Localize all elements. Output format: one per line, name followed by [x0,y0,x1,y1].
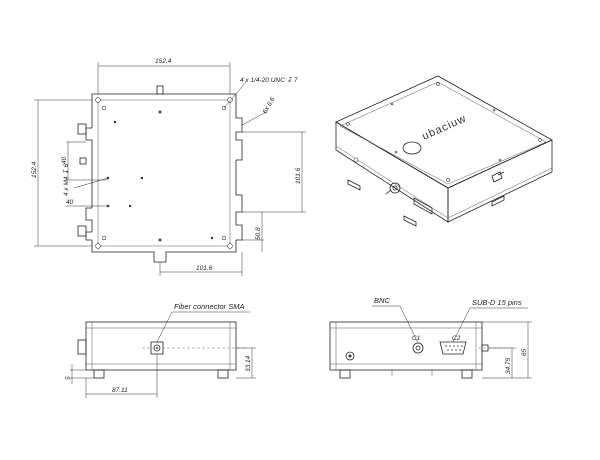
top-view: 152.4 152.4 40 40 4 x M4 ↧ 6 4 x 1/4-20 … [31,58,306,276]
iso-screw [436,82,440,86]
side-foot [339,369,351,379]
dim-front-offset-label: 87.11 [112,387,128,394]
iso-base-edge-right [447,167,553,219]
corner-hole [227,97,233,103]
top-connector [156,85,164,95]
mount-hole [210,236,214,240]
dim-40-vertical-label: 40 [61,156,68,164]
side-foot [461,369,473,379]
iso-foot [491,195,505,207]
note-unc: 4 x 1/4-20 UNC ↧ 7 [240,77,298,84]
iso-base-edge-left [335,145,449,219]
side-view: C1 C2 BNC SUB-D 15 pins 65 34.75 [329,296,532,379]
iso-foot [347,179,361,191]
logo-icon [402,141,422,155]
note-m4: 4 x M4 ↧ 6 [63,163,70,196]
left-connector [79,157,87,165]
mount-hole [128,204,132,208]
subd-connector-icon [413,197,433,215]
iso-screw [492,108,496,112]
corner-hole [221,235,227,241]
dim-right-label: 101.6 [295,167,302,184]
corner-hole [101,105,107,111]
callout-bnc: BNC [374,296,390,305]
logo-text: ubaciuw [420,113,468,143]
dim-side-height-label: 65 [521,348,528,356]
dim-side-connector-label: 34.75 [505,357,512,374]
iso-lid-edge [339,81,547,185]
front-foot [93,369,105,379]
dim-front-height-label: 33.14 [245,355,252,372]
sma-connector-icon [491,171,503,183]
dim-right-low-label: 50.8 [255,227,262,240]
front-foot [217,369,229,379]
dim-front-foot-label: 5 [65,376,72,380]
bnc-connector-icon [412,342,424,354]
dim-height-label: 152.4 [31,161,38,178]
label-c2: C2 [452,335,461,342]
iso-screw [346,122,350,126]
note-slot: 6x 6.6 [262,96,277,115]
callout-fiber-sma: Fiber connector SMA [174,302,244,311]
bnc-connector-icon [389,182,401,194]
corner-hole [95,97,101,103]
indicator-icon [345,351,355,361]
dim-40-horizontal-label: 40 [66,199,74,206]
mount-hole [140,176,144,180]
iso-screw [394,150,398,154]
mount-hole [113,120,117,124]
corner-hole [227,243,233,249]
iso-screw [498,158,502,162]
bnc-connector-icon [392,185,398,191]
top-view-outline [85,93,243,263]
mount-hole [158,238,162,242]
iso-right-face [447,139,553,223]
left-connector [77,225,87,237]
front-left-connector [77,339,87,355]
iso-screw [446,178,450,182]
top-view-inner-outline [97,99,231,247]
corner-hole [101,235,107,241]
corner-hole [95,243,101,249]
front-view: Fiber connector SMA 33.14 87.11 5 [65,302,256,398]
left-connector [77,123,87,135]
iso-screw [538,138,542,142]
isometric-view: ubaciuw [335,75,553,227]
iso-screw [390,102,394,106]
dim-width-label: 152.4 [155,58,172,65]
indicator-dot [353,157,359,163]
dim-bottom-label: 101.6 [196,265,213,272]
front-body [85,321,237,371]
subd-connector-icon [439,341,467,355]
iso-foot [403,215,417,227]
label-c1: C1 [412,335,421,342]
mount-hole [158,110,162,114]
callout-subd: SUB-D 15 pins [472,298,522,307]
